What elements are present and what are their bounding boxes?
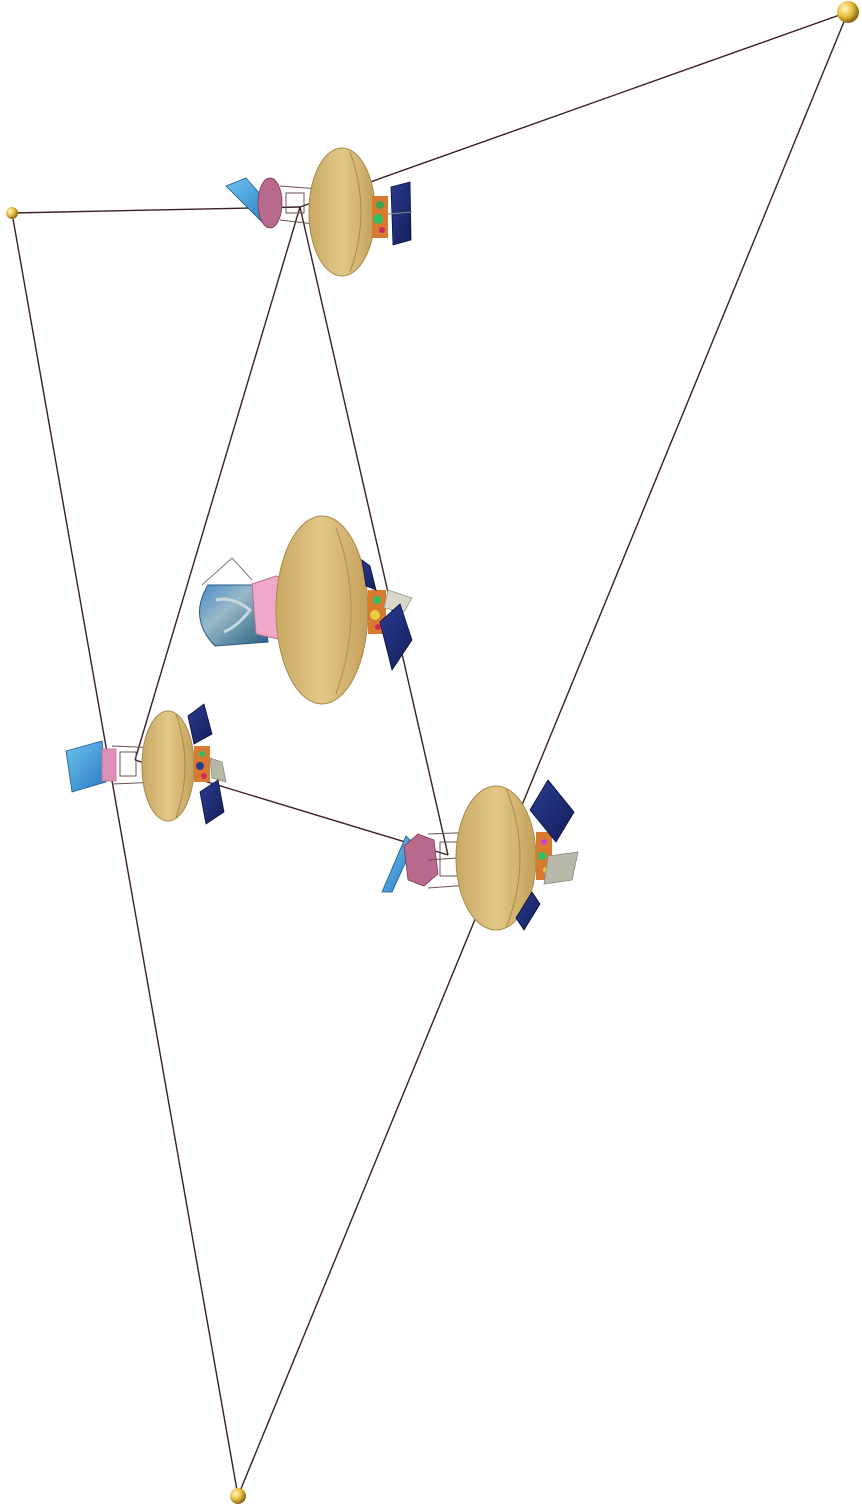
tether-top-to-left-craft bbox=[135, 207, 300, 760]
anchor-top-right bbox=[837, 1, 859, 23]
gray-radiator bbox=[210, 758, 226, 782]
antenna-mast bbox=[202, 558, 232, 585]
tether-network bbox=[12, 12, 848, 1496]
cylinder-body bbox=[258, 178, 282, 228]
instrument-cluster bbox=[194, 746, 210, 782]
pink-body bbox=[102, 749, 116, 781]
solar-panel bbox=[188, 704, 212, 744]
antenna-mast bbox=[232, 558, 252, 580]
anchor-bottom bbox=[230, 1488, 246, 1504]
instrument-cluster bbox=[372, 196, 388, 238]
primary-dish bbox=[142, 711, 194, 821]
spacecraft-lower-right bbox=[382, 780, 578, 930]
spacecraft-center bbox=[199, 516, 412, 704]
anchor-left bbox=[6, 207, 18, 219]
gray-radiator bbox=[544, 852, 578, 884]
sun-shield bbox=[66, 741, 106, 792]
tether-left-to-bottom bbox=[12, 213, 238, 1496]
primary-dish bbox=[276, 516, 368, 704]
primary-dish bbox=[309, 148, 375, 276]
tether-top-to-anchor-top-right bbox=[300, 12, 848, 207]
spacecraft-top bbox=[226, 148, 412, 276]
